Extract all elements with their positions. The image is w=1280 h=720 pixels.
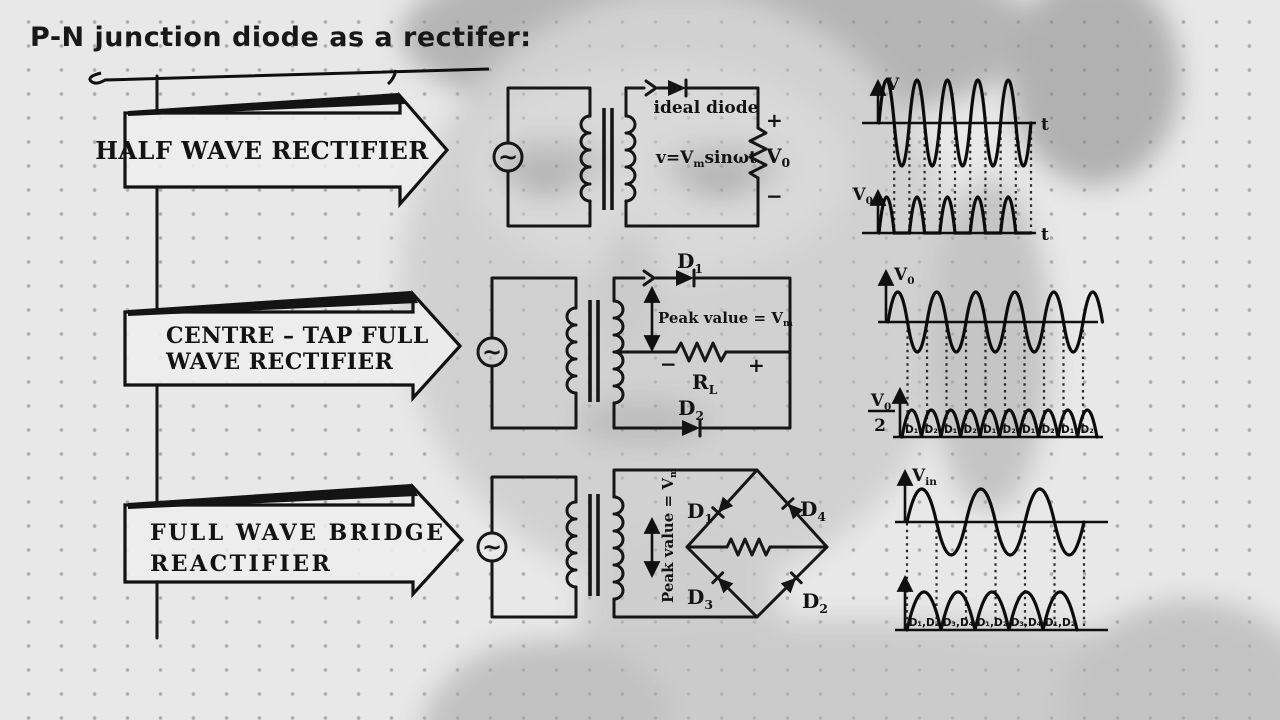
ac-source-icon: ~ — [492, 141, 524, 173]
output-x-axis-label: t — [1041, 225, 1049, 245]
diode-d3-icon — [711, 571, 734, 594]
waves-bridge: Vin D₁,D₂ D₃,D₄ D₁,D₂ D₃,D₄ D₁,D₂ — [895, 466, 1108, 632]
waves-centre-tap: V0 V0 2 D₁ D₂ D₁ D₂ D₁ D₂ D₁ D₂ D₁ D₂ — [868, 265, 1105, 439]
input-sine-wave — [886, 290, 1105, 354]
hump-label: D₃,D₄ — [1011, 617, 1042, 629]
d2-label: D2 — [678, 396, 704, 423]
full-rectified-wave — [905, 590, 1079, 632]
hump-label: D₂ — [1003, 424, 1017, 436]
hump-label: D₁ — [944, 424, 958, 436]
svg-text:~: ~ — [482, 338, 502, 366]
hump-label: D₂ — [964, 424, 978, 436]
hump-label: D₂ — [925, 424, 939, 436]
hair-right — [1010, 0, 1180, 185]
diode-d4-icon — [781, 497, 804, 520]
svg-text:~: ~ — [482, 533, 502, 561]
diode-d2-icon — [682, 418, 702, 438]
circuit-centre-tap: ~ D1 Peak value = Vm — [476, 249, 793, 438]
page-title: P-N junction diode as a rectifer: — [30, 22, 532, 53]
v0-over-2-label: V0 2 — [868, 391, 895, 436]
bridge-diamond — [685, 468, 829, 619]
diode-d1-icon — [711, 496, 734, 519]
arrow-centre-tap: CENTRE – TAP FULL WAVE RECTIFIER — [123, 289, 463, 403]
peak-value-label: Peak value = Vm — [659, 468, 679, 603]
hump-label: D₂ — [1042, 424, 1056, 436]
vout-minus: − — [766, 184, 783, 208]
half-rectified-wave — [877, 195, 1033, 235]
primary-coil-icon — [565, 306, 578, 395]
input-y-axis-label: Vin — [911, 466, 937, 488]
input-x-axis-label: t — [1041, 115, 1049, 135]
hump-label: D₁ — [983, 424, 997, 436]
full-rectified-wave — [900, 408, 1099, 439]
load-resistor-icon — [674, 341, 728, 363]
arrow-label-bridge-line1: FULL WAVE BRIDGE — [150, 520, 445, 546]
load-resistor-icon — [725, 537, 772, 557]
secondary-coil-icon — [612, 495, 625, 601]
waves-half-wave: V t V0 t — [851, 75, 1049, 245]
load-label: RL — [692, 370, 718, 397]
load-plus: + — [748, 353, 765, 377]
diode-icon — [668, 78, 688, 98]
circuit-half-wave: ~ ideal diode v=Vmsinωt + V0 − — [492, 78, 791, 228]
peak-value-label: Peak value = Vm — [658, 309, 793, 329]
arrow-label-centre-tap-line2: WAVE RECTIFIER — [165, 349, 394, 375]
primary-coil-icon — [565, 500, 578, 589]
secondary-coil-icon — [624, 114, 637, 203]
hump-label: D₁ — [1061, 424, 1075, 436]
d4-label: D4 — [800, 497, 826, 524]
hump-label: D₁ — [1022, 424, 1036, 436]
input-y-axis-label: V — [885, 75, 900, 95]
d3-label: D3 — [687, 585, 713, 612]
arrow-label-bridge-line2: REACTIFIER — [150, 551, 332, 577]
transformer-core-icon — [602, 108, 614, 210]
ac-source-icon: ~ — [476, 531, 508, 563]
current-chevron-icon — [644, 79, 658, 97]
eye-right — [690, 171, 750, 197]
current-chevron-icon — [642, 269, 656, 287]
load-minus: − — [660, 352, 677, 376]
transformer-core-icon — [588, 494, 600, 596]
output-y-axis-label: V0 — [851, 185, 873, 207]
hump-label: D₂ — [1081, 424, 1095, 436]
transformer-core-icon — [588, 300, 600, 402]
d2-label: D2 — [802, 589, 828, 616]
hump-label: D₁ — [905, 424, 919, 436]
svg-text:V0: V0 — [870, 391, 892, 413]
d1-label: D1 — [677, 249, 703, 276]
arrow-label-centre-tap-line1: CENTRE – TAP FULL — [166, 323, 429, 349]
vout-label: V0 — [765, 144, 791, 170]
title-underline — [88, 67, 490, 86]
input-sine-wave — [877, 78, 1033, 168]
circuit-bridge: ~ Peak value = Vm D — [476, 468, 829, 619]
ideal-diode-label: ideal diode — [654, 98, 759, 118]
hump-label: D₁,D₂ — [1045, 617, 1076, 629]
hump-label: D₁,D₂ — [909, 617, 940, 629]
primary-coil-icon — [579, 114, 592, 203]
diode-d2-icon — [780, 571, 803, 594]
d1-label: D1 — [687, 499, 713, 526]
svg-text:2: 2 — [874, 416, 886, 436]
hump-label: D₁,D₂ — [977, 617, 1008, 629]
load-resistor-icon — [748, 126, 768, 180]
hump-label: D₃,D₄ — [943, 617, 974, 629]
input-y-axis-label: V0 — [893, 265, 915, 287]
eye-left — [515, 168, 575, 194]
source-formula: v=Vmsinωt — [655, 148, 757, 170]
arrow-label-half-wave: HALF WAVE RECTIFIER — [95, 136, 429, 165]
ac-source-icon: ~ — [476, 336, 508, 368]
projection-lines — [893, 124, 1033, 232]
vout-plus: + — [766, 108, 783, 132]
svg-text:~: ~ — [498, 143, 518, 171]
input-sine-wave — [905, 487, 1086, 557]
arrow-bridge: FULL WAVE BRIDGE REACTIFIER — [123, 482, 465, 599]
arrow-half-wave: HALF WAVE RECTIFIER — [95, 91, 450, 209]
